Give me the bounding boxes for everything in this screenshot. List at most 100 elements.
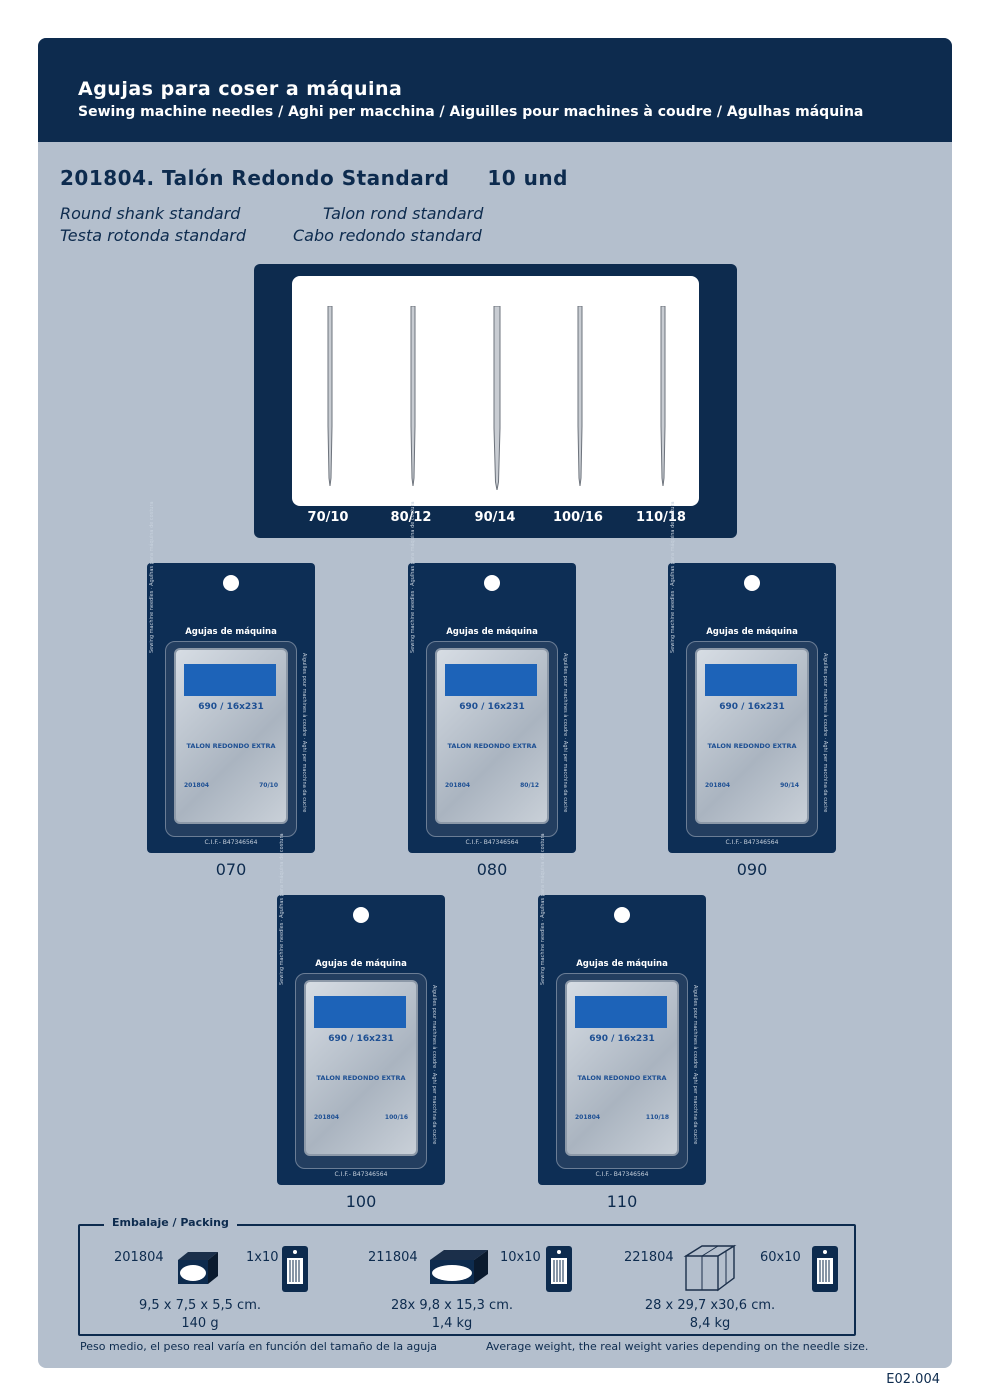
cif-text: C.I.F.- B47346564: [465, 839, 519, 846]
packing-section: Embalaje / Packing 201804 1x10 9,5 x 7,5…: [78, 1216, 856, 1336]
pack-size: 70/10: [259, 782, 278, 789]
needle-icon: [577, 306, 583, 486]
pack-size: 90/14: [780, 782, 799, 789]
needle-size-label: 100/16: [553, 510, 603, 525]
packing-ref: 201804: [114, 1250, 164, 1265]
page-reference: E02.004: [886, 1372, 940, 1387]
needle-pack-icon: [282, 1246, 308, 1292]
needle-size-label: 110/18: [636, 510, 686, 525]
hang-hole: [223, 575, 239, 591]
pack-image: Agujas de máquina 690 / 16x231 TALON RED…: [538, 833, 706, 1185]
packing-dimensions: 9,5 x 7,5 x 5,5 cm.: [138, 1298, 261, 1313]
product-name-en: Round shank standard: [60, 204, 241, 223]
needle-case: 690 / 16x231 TALON REDONDO EXTRA 201804 …: [565, 980, 679, 1156]
pack-title: Agujas de máquina: [185, 627, 277, 637]
needle-size-label: 80/12: [390, 510, 432, 525]
packing-weight: 8,4 kg: [689, 1316, 731, 1331]
pack-model: 690 / 16x231: [719, 702, 785, 712]
pack-type: TALON REDONDO EXTRA: [186, 742, 276, 750]
box-small-icon: [178, 1252, 218, 1284]
needle-case: 690 / 16x231 TALON REDONDO EXTRA 201804 …: [695, 648, 809, 824]
brand-bar: [445, 664, 537, 696]
cif-text: C.I.F.- B47346564: [334, 1171, 388, 1178]
pack-model: 690 / 16x231: [459, 702, 525, 712]
header-subtitle: Sewing machine needles / Aghi per macchi…: [78, 104, 864, 120]
pack-code: 100: [345, 1192, 377, 1211]
packing-dimensions: 28 x 29,7 x30,6 cm.: [644, 1298, 776, 1313]
needle-pack-icon: [812, 1246, 838, 1292]
box-medium-icon: [430, 1250, 488, 1284]
needle-icon: [660, 306, 666, 486]
pack-code: 080: [476, 860, 508, 879]
needle-pack-icon: [546, 1246, 572, 1292]
brand-bar: [314, 996, 406, 1028]
pack-size: 110/18: [645, 1114, 669, 1121]
pack-image: Agujas de máquina 690 / 16x231 TALON RED…: [147, 501, 315, 853]
pack-type: TALON REDONDO EXTRA: [707, 742, 797, 750]
pack-size: 100/16: [384, 1114, 408, 1121]
pack-image: Agujas de máquina 690 / 16x231 TALON RED…: [277, 833, 445, 1185]
packing-ref: 221804: [624, 1250, 674, 1265]
pack-title: Agujas de máquina: [706, 627, 798, 637]
cif-text: C.I.F.- B47346564: [204, 839, 258, 846]
carton-box-icon: [683, 1244, 737, 1292]
footnote-en: Average weight, the real weight varies d…: [486, 1340, 869, 1353]
brand-bar: [705, 664, 797, 696]
packing-legend: Embalaje / Packing: [104, 1216, 237, 1229]
pack-size: 80/12: [520, 782, 539, 789]
side-text-left: Sewing machine needles · Agulhas para má…: [670, 501, 676, 653]
side-text-left: Sewing machine needles · Agulhas para má…: [540, 833, 546, 985]
side-text-right: Aiguilles pour machines à coudre · Aghi …: [431, 985, 437, 1145]
needle-sizes-panel: 70/10 80/12 90/14 100/16 110/18: [254, 264, 737, 538]
pack-model: 690 / 16x231: [328, 1034, 394, 1044]
needle-size-label: 90/14: [474, 510, 516, 525]
hang-hole: [744, 575, 760, 591]
packing-weight: 140 g: [181, 1316, 219, 1331]
blister: 690 / 16x231 TALON REDONDO EXTRA 201804 …: [686, 641, 818, 837]
needle-case: 690 / 16x231 TALON REDONDO EXTRA 201804 …: [304, 980, 418, 1156]
pack-code: 110: [606, 1192, 638, 1211]
footnote-es: Peso medio, el peso real varía en funció…: [80, 1340, 438, 1353]
needle-case: 690 / 16x231 TALON REDONDO EXTRA 201804 …: [174, 648, 288, 824]
header-title: Agujas para coser a máquina: [78, 78, 403, 100]
catalog-card: Agujas para coser a máquina Sewing machi…: [38, 38, 952, 1368]
packing-weight: 1,4 kg: [431, 1316, 473, 1331]
pack-image: Agujas de máquina 690 / 16x231 TALON RED…: [668, 501, 836, 853]
pack-title: Agujas de máquina: [315, 959, 407, 969]
product-name-pt: Cabo redondo standard: [293, 226, 482, 245]
needle-case: 690 / 16x231 TALON REDONDO EXTRA 201804 …: [435, 648, 549, 824]
cif-text: C.I.F.- B47346564: [725, 839, 779, 846]
packing-units: 10x10: [500, 1250, 541, 1265]
blister: 690 / 16x231 TALON REDONDO EXTRA 201804 …: [165, 641, 297, 837]
product-quantity: 10 und: [487, 166, 568, 190]
blister: 690 / 16x231 TALON REDONDO EXTRA 201804 …: [556, 973, 688, 1169]
packing-units: 60x10: [760, 1250, 801, 1265]
side-text-left: Sewing machine needles · Agulhas para má…: [149, 501, 155, 653]
side-text-left: Sewing machine needles · Agulhas para má…: [279, 833, 285, 985]
section-header: Agujas para coser a máquina Sewing machi…: [38, 38, 952, 142]
needle-icon: [327, 306, 333, 486]
hang-hole: [614, 907, 630, 923]
side-text-right: Aiguilles pour machines à coudre · Aghi …: [822, 653, 828, 813]
cif-text: C.I.F.- B47346564: [595, 1171, 649, 1178]
side-text-right: Aiguilles pour machines à coudre · Aghi …: [301, 653, 307, 813]
blister: 690 / 16x231 TALON REDONDO EXTRA 201804 …: [426, 641, 558, 837]
pack-code: 090: [736, 860, 768, 879]
pack-type: TALON REDONDO EXTRA: [447, 742, 537, 750]
pack-title: Agujas de máquina: [576, 959, 668, 969]
needle-icon: [493, 306, 501, 490]
pack-image: Agujas de máquina 690 / 16x231 TALON RED…: [408, 501, 576, 853]
pack-model: 690 / 16x231: [198, 702, 264, 712]
blister: 690 / 16x231 TALON REDONDO EXTRA 201804 …: [295, 973, 427, 1169]
pack-model: 690 / 16x231: [589, 1034, 655, 1044]
pack-ref: 201804: [575, 1114, 601, 1121]
hang-hole: [353, 907, 369, 923]
needle-size-label: 70/10: [307, 510, 349, 525]
pack-title: Agujas de máquina: [446, 627, 538, 637]
brand-bar: [575, 996, 667, 1028]
pack-ref: 201804: [445, 782, 471, 789]
product-name-fr: Talon rond standard: [323, 204, 484, 223]
hang-hole: [484, 575, 500, 591]
pack-code: 070: [215, 860, 247, 879]
